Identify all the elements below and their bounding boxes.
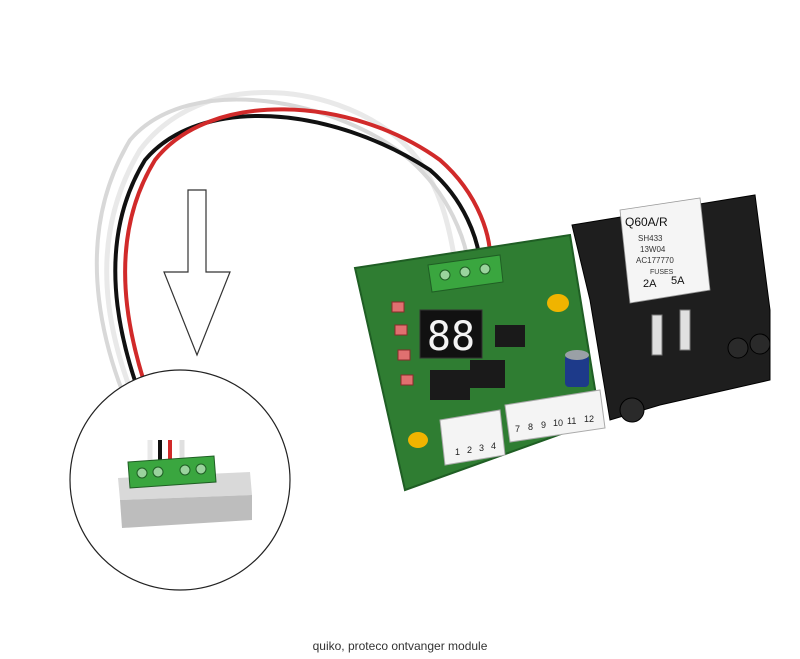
- receiver-board: 88 1 2 3 4 7 8 9 10 11 12: [353, 233, 606, 492]
- receiver-housing: Q60A/R SH433 13W04 AC177770 FUSES 2A 5A: [571, 194, 771, 423]
- terminal-block-right: 7 8 9 10 11 12: [504, 389, 606, 443]
- board-buttons: [391, 301, 414, 386]
- fuse-cap: [619, 397, 645, 423]
- terminal-label: 8: [528, 422, 533, 432]
- product-photo: 88 1 2 3 4 7 8 9 10 11 12: [69, 90, 771, 591]
- wire-bundle: [94, 90, 493, 458]
- ic-chip: [470, 360, 505, 388]
- detail-inset: [69, 369, 291, 591]
- terminal-label: 1: [455, 447, 460, 457]
- terminal-block-left: 1 2 3 4: [439, 409, 506, 466]
- down-arrow-icon: [163, 189, 231, 357]
- capacitor: [565, 350, 589, 387]
- fuses-label: FUSES: [650, 269, 674, 276]
- terminal-label: 3: [479, 443, 484, 453]
- terminal-label: 2: [467, 445, 472, 455]
- display-digits: 88: [427, 314, 475, 360]
- fuse-cap: [727, 337, 749, 359]
- terminal-label: 4: [491, 441, 496, 451]
- wire-red: [123, 107, 493, 457]
- receiver-code: SH433: [638, 234, 663, 243]
- terminal-label: 10: [553, 418, 563, 428]
- wire-white-inner: [94, 97, 470, 457]
- seven-segment-display: 88: [419, 309, 483, 360]
- fuse: [679, 309, 691, 351]
- ic-chip: [495, 325, 525, 347]
- terminal-label: 11: [567, 416, 576, 426]
- terminal-label: 9: [541, 420, 546, 430]
- ic-chip: [430, 370, 470, 400]
- fuse-cap: [749, 333, 771, 355]
- terminal-connector: [127, 455, 217, 489]
- terminal-label: 7: [515, 424, 520, 434]
- image-caption: quiko, proteco ontvanger module: [312, 639, 488, 653]
- yellow-capacitor: [547, 294, 569, 312]
- receiver-code: 13W04: [640, 245, 666, 254]
- fuse-rating: 2A: [643, 278, 657, 290]
- terminal-label: 12: [584, 414, 594, 424]
- fuse: [651, 314, 663, 356]
- yellow-capacitor: [408, 432, 428, 448]
- receiver-serial: AC177770: [636, 256, 674, 265]
- receiver-model: Q60A/R: [625, 215, 668, 229]
- fuse-rating: 5A: [671, 275, 685, 287]
